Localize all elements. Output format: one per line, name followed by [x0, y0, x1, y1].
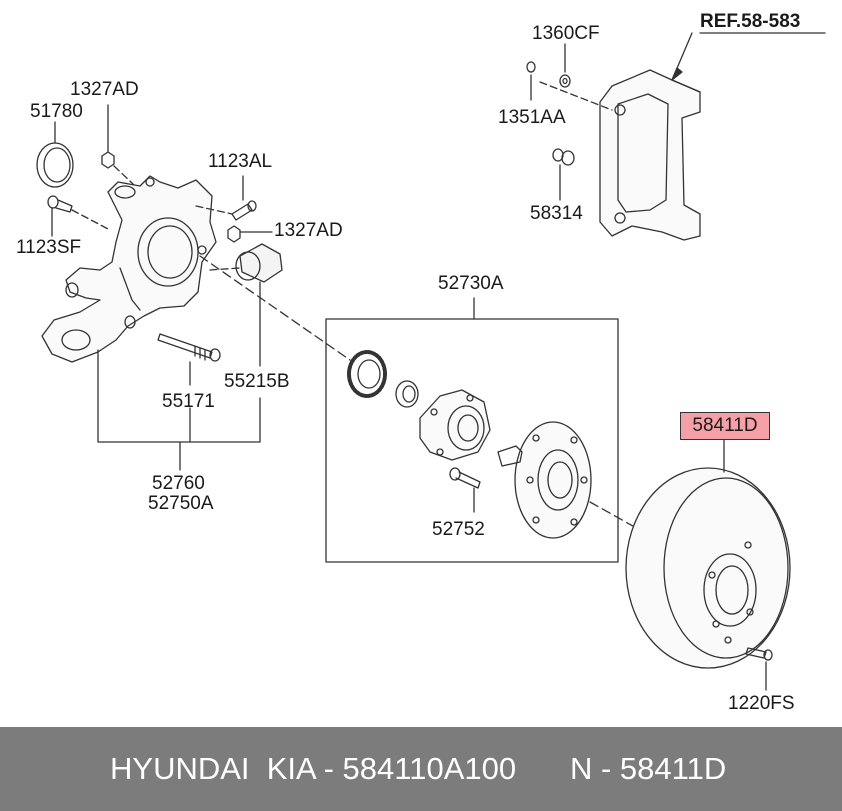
exploded-parts-diagram	[36, 32, 826, 691]
label-ref: REF.58-583	[700, 11, 801, 32]
brake-disc	[625, 467, 791, 669]
footer-diagram-number: N - 58411D	[570, 751, 727, 786]
bushing-55215b	[235, 243, 283, 283]
washer-1360cf	[559, 74, 571, 88]
label-1360cf: 1360CF	[532, 23, 600, 44]
label-1327ad-mid: 1327AD	[274, 220, 343, 241]
label-1123sf: 1123SF	[16, 237, 82, 258]
label-51780: 51780	[30, 101, 83, 122]
label-55171: 55171	[162, 391, 215, 412]
seal-51780	[36, 142, 74, 188]
footer-part-number: HYUNDAI KIA - 584110A100	[110, 751, 517, 786]
bolt-1123sf	[47, 195, 73, 213]
bushing-58314	[552, 148, 575, 166]
cap	[395, 380, 419, 408]
label-55215b: 55215B	[224, 371, 290, 392]
footer-bar: HYUNDAI KIA - 584110A100 N - 58411D	[0, 727, 842, 811]
wheel-bolt-52752	[449, 467, 481, 489]
label-1220fs: 1220FS	[728, 693, 795, 714]
hub-bearing	[419, 389, 491, 461]
knuckle	[41, 175, 217, 363]
nut-1351aa	[526, 61, 536, 73]
nut-1327ad-mid	[227, 225, 241, 243]
tone-ring	[347, 350, 387, 398]
label-1351aa: 1351AA	[498, 107, 566, 128]
nut-1327ad-top	[101, 151, 115, 169]
label-52730a: 52730A	[438, 273, 504, 294]
label-52752: 52752	[432, 519, 485, 540]
label-1327ad-top: 1327AD	[70, 79, 139, 100]
stud-55171	[157, 333, 221, 362]
label-52750a: 52750A	[148, 493, 214, 514]
label-1123al: 1123AL	[208, 151, 273, 172]
bolt-1123al	[231, 200, 257, 221]
hub-flange	[497, 421, 592, 539]
caliper-bracket	[599, 69, 701, 241]
screw-1220fs	[745, 647, 773, 661]
label-58314: 58314	[530, 203, 583, 224]
label-58411d-highlight: 58411D	[680, 412, 770, 440]
label-52760: 52760	[152, 473, 205, 494]
